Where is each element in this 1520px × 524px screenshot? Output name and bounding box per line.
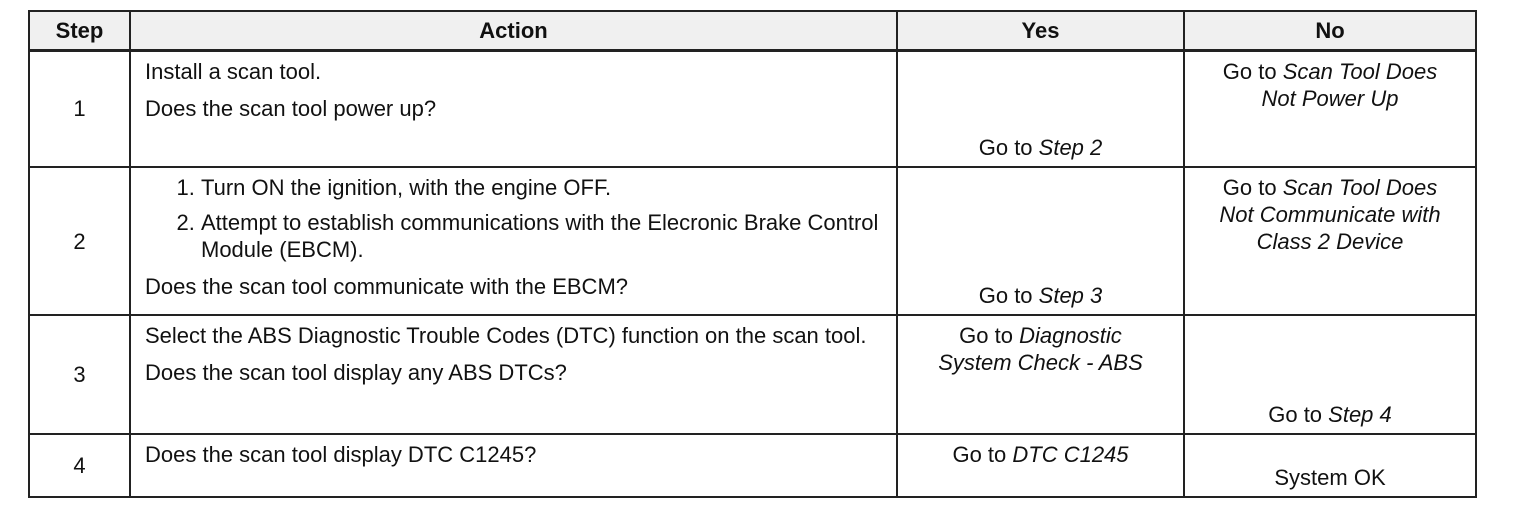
yes-cell: Go to DTC C1245 bbox=[896, 433, 1185, 498]
no-cell: Go to Step 4 bbox=[1183, 314, 1477, 435]
table-row: 1 Install a scan tool. Does the scan too… bbox=[28, 49, 1477, 168]
header-action: Action bbox=[129, 10, 898, 52]
table-header-row: Step Action Yes No bbox=[28, 10, 1477, 52]
step-number: 3 bbox=[28, 314, 131, 435]
step-number: 1 bbox=[28, 49, 131, 168]
yes-cell: Go to Step 2 bbox=[896, 49, 1185, 168]
table-row: 4 Does the scan tool display DTC C1245? … bbox=[28, 433, 1477, 498]
yes-prefix: Go to bbox=[952, 442, 1013, 467]
yes-link-step-3[interactable]: Step 3 bbox=[1038, 283, 1103, 308]
table-row: 2 Turn ON the ignition, with the engine … bbox=[28, 166, 1477, 316]
yes-prefix: Go to bbox=[978, 135, 1039, 160]
header-yes: Yes bbox=[896, 10, 1185, 52]
no-cell: System OK bbox=[1183, 433, 1477, 498]
action-cell: Install a scan tool. Does the scan tool … bbox=[129, 49, 898, 168]
yes-link-dtc-c1245[interactable]: DTC C1245 bbox=[1012, 442, 1129, 467]
yes-prefix: Go to bbox=[978, 283, 1039, 308]
step-number: 4 bbox=[28, 433, 131, 498]
step-number: 2 bbox=[28, 166, 131, 316]
action-cell: Select the ABS Diagnostic Trouble Codes … bbox=[129, 314, 898, 435]
no-prefix: Go to bbox=[1268, 402, 1329, 427]
action-question: Does the scan tool power up? bbox=[145, 95, 437, 121]
table-row: 3 Select the ABS Diagnostic Trouble Code… bbox=[28, 314, 1477, 435]
no-link-step-4[interactable]: Step 4 bbox=[1328, 402, 1392, 427]
header-no: No bbox=[1183, 10, 1477, 52]
action-cell: Turn ON the ignition, with the engine OF… bbox=[129, 166, 898, 316]
header-step: Step bbox=[28, 10, 131, 52]
no-result-system-ok: System OK bbox=[1274, 465, 1386, 490]
action-question: Does the scan tool communicate with the … bbox=[145, 274, 629, 299]
action-step-item: Attempt to establish communications with… bbox=[201, 209, 884, 263]
action-cell: Does the scan tool display DTC C1245? bbox=[129, 433, 898, 498]
diagnostic-table: Step Action Yes No 1 Install a scan tool… bbox=[28, 10, 1477, 498]
action-question: Does the scan tool display any ABS DTCs? bbox=[145, 360, 567, 385]
yes-cell: Go to Step 3 bbox=[896, 166, 1185, 316]
no-prefix: Go to bbox=[1222, 58, 1283, 84]
action-step-item: Turn ON the ignition, with the engine OF… bbox=[201, 174, 884, 201]
no-prefix: Go to bbox=[1222, 175, 1283, 200]
yes-prefix: Go to bbox=[959, 323, 1020, 348]
action-instruction: Install a scan tool. bbox=[145, 58, 322, 84]
action-question: Does the scan tool display DTC C1245? bbox=[145, 442, 537, 467]
action-instruction: Select the ABS Diagnostic Trouble Codes … bbox=[145, 323, 867, 348]
action-steps-list: Turn ON the ignition, with the engine OF… bbox=[145, 174, 884, 263]
yes-link-step-2[interactable]: Step 2 bbox=[1038, 135, 1103, 160]
